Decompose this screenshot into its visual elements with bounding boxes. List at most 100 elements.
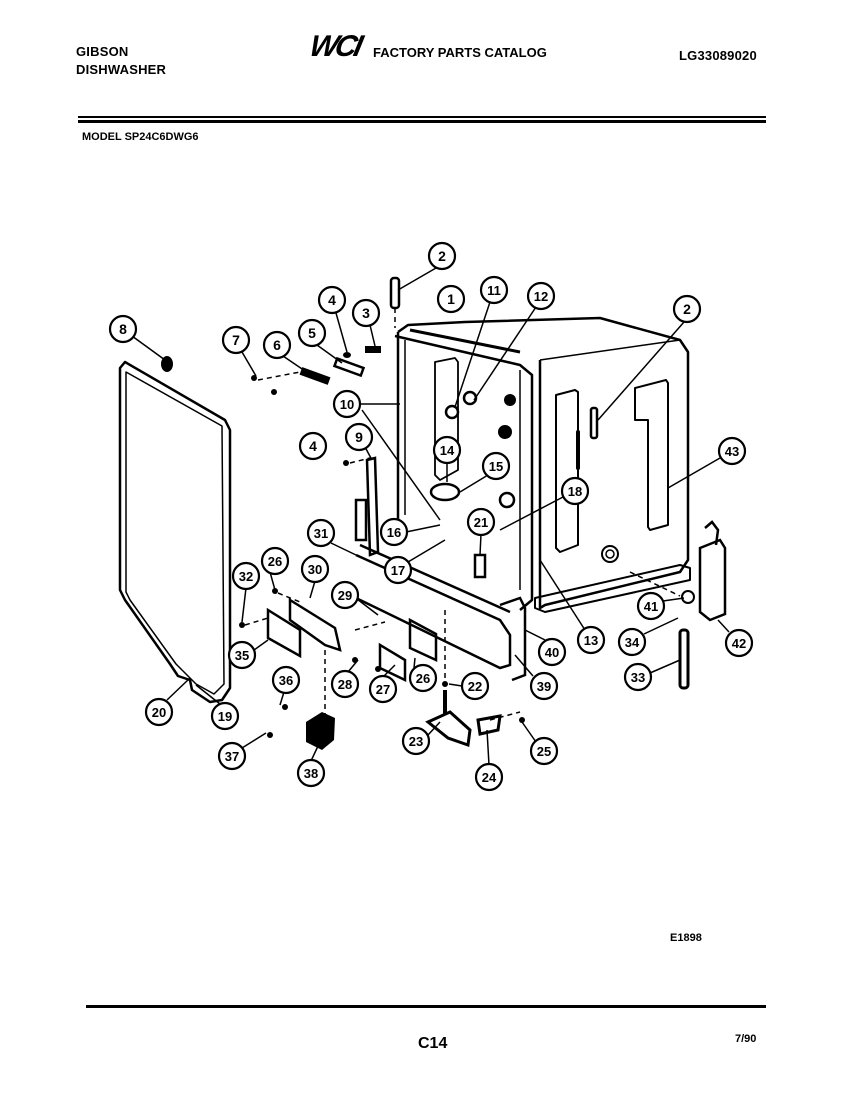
callout-number: 16	[387, 525, 401, 540]
callout-31: 31	[306, 518, 336, 548]
callout-4: 4	[298, 431, 328, 461]
callout-23: 23	[401, 726, 431, 756]
callout-number: 26	[416, 671, 430, 686]
header-rule-top	[78, 116, 766, 118]
callout-17: 17	[383, 555, 413, 585]
assembly-lines	[244, 308, 681, 721]
callout-number: 30	[308, 562, 322, 577]
catalog-title: FACTORY PARTS CATALOG	[373, 45, 547, 60]
door-gasket	[118, 360, 232, 704]
callout-number: 33	[631, 670, 645, 685]
callout-12: 12	[526, 281, 556, 311]
callout-42: 42	[724, 628, 754, 658]
drawing-id: E1898	[670, 932, 702, 944]
callout-14: 14	[432, 435, 462, 465]
callout-number: 34	[625, 635, 640, 650]
callout-number: 23	[409, 734, 423, 749]
callout-number: 13	[584, 633, 598, 648]
callout-number: 20	[152, 705, 166, 720]
page-code: C14	[418, 1035, 448, 1052]
callout-11: 11	[479, 275, 509, 305]
callout-33: 33	[623, 662, 653, 692]
callout-number: 2	[683, 301, 691, 317]
callout-number: 18	[568, 484, 582, 499]
side-bracket	[354, 456, 380, 557]
callout-number: 32	[239, 569, 253, 584]
callout-16: 16	[379, 517, 409, 547]
callout-13: 13	[576, 625, 606, 655]
callout-number: 17	[391, 563, 405, 578]
callout-number: 26	[268, 554, 282, 569]
callout-37: 37	[217, 741, 247, 771]
callout-2: 2	[672, 294, 702, 324]
hinge-parts	[266, 597, 438, 682]
callout-number: 43	[725, 444, 739, 459]
callout-15: 15	[481, 451, 511, 481]
callout-number: 6	[273, 337, 281, 353]
callout-25: 25	[529, 736, 559, 766]
leader-lines	[131, 267, 730, 766]
callout-number: 12	[534, 289, 548, 304]
callout-40: 40	[537, 637, 567, 667]
callout-number: 3	[362, 305, 370, 321]
callout-number: 8	[119, 321, 127, 337]
callout-36: 36	[271, 665, 301, 695]
callout-number: 42	[732, 636, 746, 651]
latch-assembly	[306, 712, 335, 750]
callout-number: 15	[489, 459, 503, 474]
tub-cabinet	[394, 316, 691, 613]
callout-number: 14	[440, 443, 455, 458]
callout-number: 22	[468, 679, 482, 694]
callout-30: 30	[300, 554, 330, 584]
callout-29: 29	[330, 580, 360, 610]
callout-number: 10	[340, 397, 354, 412]
callout-number: 37	[225, 749, 239, 764]
callout-number: 4	[309, 438, 317, 454]
callout-number: 29	[338, 588, 352, 603]
callout-2: 2	[427, 241, 457, 271]
callout-6: 6	[262, 330, 292, 360]
callout-26: 26	[260, 546, 290, 576]
callout-number: 28	[338, 677, 352, 692]
callout-number: 39	[537, 679, 551, 694]
callout-22: 22	[460, 671, 490, 701]
callout-34: 34	[617, 627, 647, 657]
footer-rule	[86, 1005, 766, 1008]
callout-number: 35	[235, 648, 249, 663]
brand-line-2: DISHWASHER	[76, 62, 167, 77]
callout-number: 1	[447, 291, 455, 307]
callout-3: 3	[351, 298, 381, 328]
brand-line-1: GIBSON	[76, 44, 129, 59]
callout-number: 4	[328, 292, 336, 308]
callout-number: 21	[474, 515, 488, 530]
callout-number: 9	[355, 429, 363, 445]
callout-9: 9	[344, 422, 374, 452]
callout-26: 26	[408, 663, 438, 693]
callout-27: 27	[368, 674, 398, 704]
callout-20: 20	[144, 697, 174, 727]
callout-number: 19	[218, 709, 232, 724]
callout-number: 5	[308, 325, 316, 341]
callout-7: 7	[221, 325, 251, 355]
callout-number: 7	[232, 332, 240, 348]
callout-18: 18	[560, 476, 590, 506]
leg-assembly	[678, 520, 727, 690]
callout-number: 41	[644, 599, 658, 614]
callout-number: 11	[487, 283, 501, 298]
callout-19: 19	[210, 701, 240, 731]
callout-number: 31	[314, 526, 328, 541]
callout-number: 36	[279, 673, 293, 688]
header-rule-bottom	[78, 120, 766, 123]
callout-5: 5	[297, 318, 327, 348]
callout-39: 39	[529, 671, 559, 701]
callout-8: 8	[108, 314, 138, 344]
callout-number: 2	[438, 248, 446, 264]
callout-number: 27	[376, 682, 390, 697]
callout-number: 25	[537, 744, 551, 759]
callout-10: 10	[332, 389, 362, 419]
callout-number: 24	[482, 770, 497, 785]
callout-35: 35	[227, 640, 257, 670]
callout-38: 38	[296, 758, 326, 788]
